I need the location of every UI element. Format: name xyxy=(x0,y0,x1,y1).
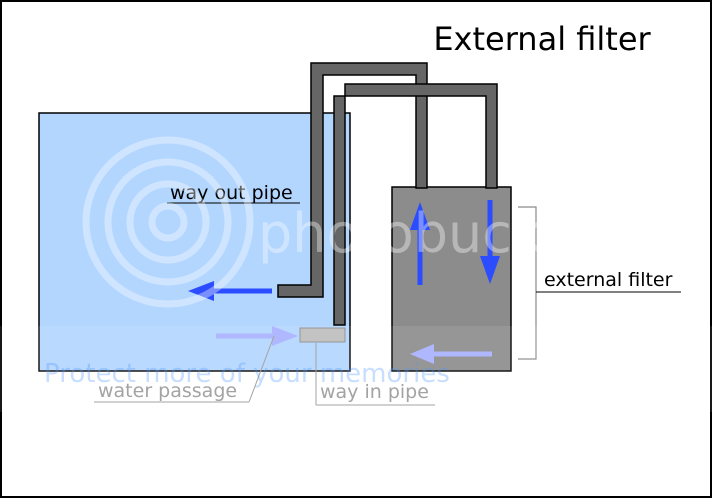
outflow-arrow xyxy=(188,281,272,301)
intake-arrow xyxy=(216,326,298,346)
intake-segment xyxy=(299,327,346,343)
way-out-pipe xyxy=(277,62,428,298)
leader-water-passage-slant xyxy=(248,335,275,403)
aquarium-tank xyxy=(38,112,351,372)
label-way-in-pipe: way in pipe xyxy=(320,381,429,403)
filter-down-arrow xyxy=(480,200,500,284)
filter-bottom-arrow xyxy=(410,344,492,364)
filter-bracket xyxy=(518,206,537,360)
filter-up-arrow xyxy=(410,202,430,285)
watermark-tagline: Protect more of your memories xyxy=(44,359,450,389)
diagram-title: External filter xyxy=(433,20,651,58)
watermark-band xyxy=(0,326,713,412)
watermark-logo xyxy=(82,136,254,308)
label-external-filter: external filter xyxy=(544,269,673,291)
watermark-brand: photobucket xyxy=(258,202,596,265)
way-in-pipe xyxy=(333,83,498,326)
watermark: photobucket Protect more of your memorie… xyxy=(0,136,713,412)
label-water-passage: water passage xyxy=(98,380,237,402)
label-way-out-pipe: way out pipe xyxy=(170,182,293,204)
